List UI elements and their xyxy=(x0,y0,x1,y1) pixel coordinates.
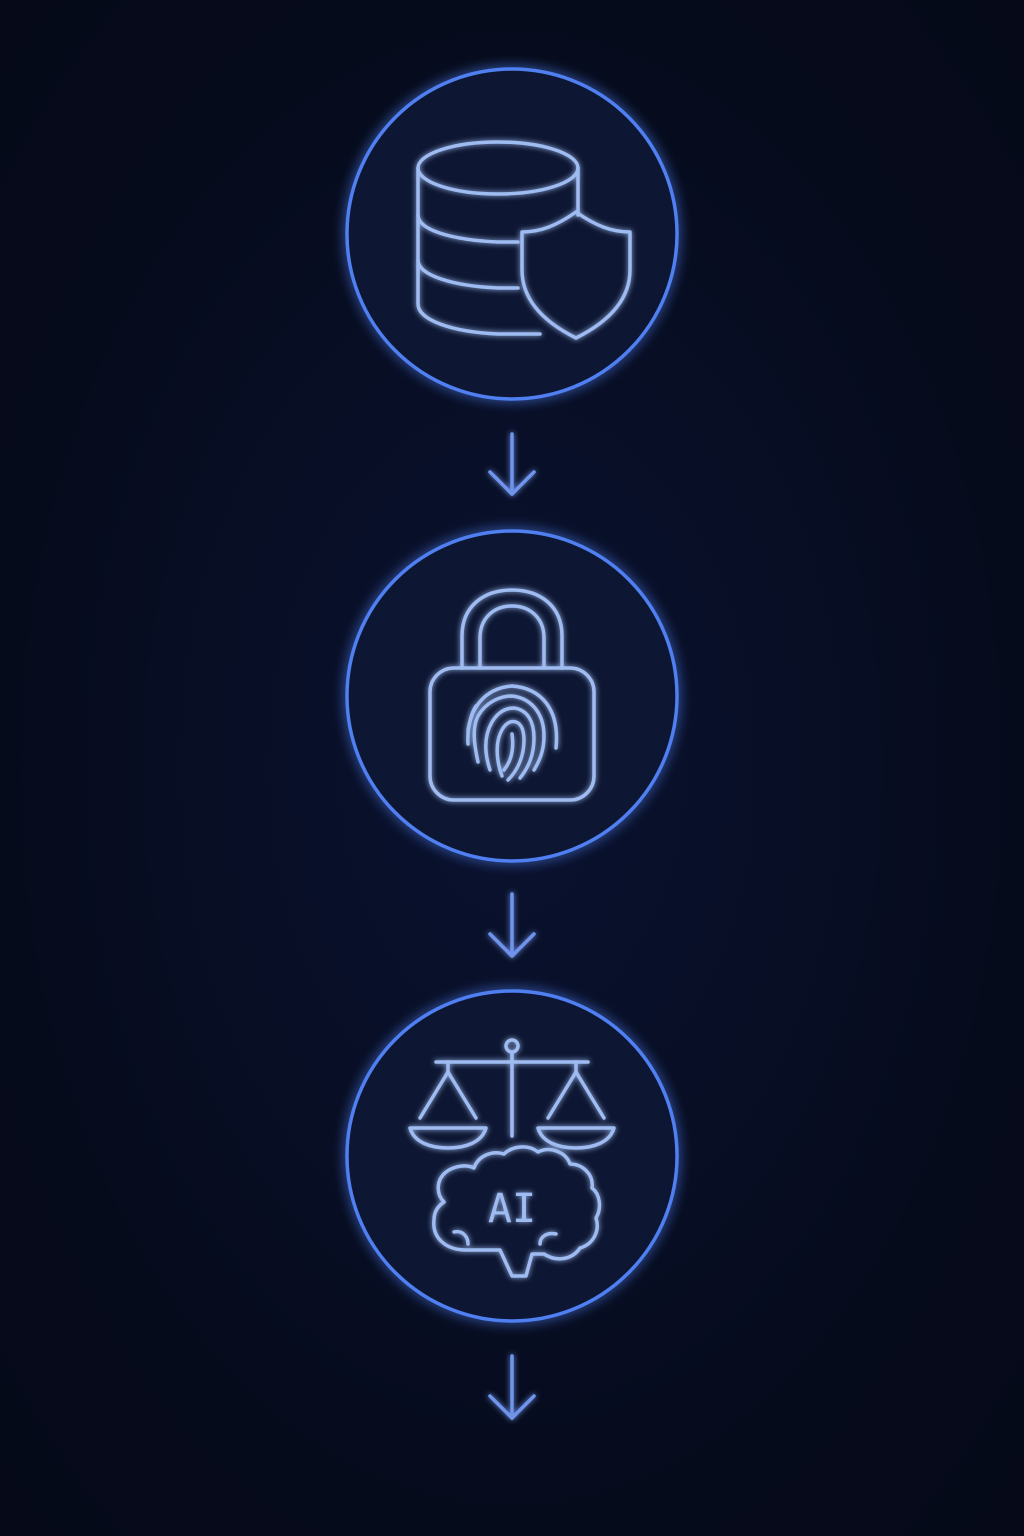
down-arrow-icon xyxy=(488,432,536,496)
step-ai-ethics: AI xyxy=(345,989,679,1323)
fingerprint-lock-icon xyxy=(428,588,596,802)
ai-badge-text: AI xyxy=(488,1186,536,1232)
down-arrow-icon xyxy=(488,892,536,958)
scales-ai-brain-icon xyxy=(408,1038,616,1278)
step-data-protection xyxy=(345,67,679,401)
step-biometric-security xyxy=(345,529,679,863)
step-ring xyxy=(345,67,679,401)
down-arrow-icon xyxy=(488,1354,536,1420)
database-shield-icon xyxy=(416,140,632,340)
